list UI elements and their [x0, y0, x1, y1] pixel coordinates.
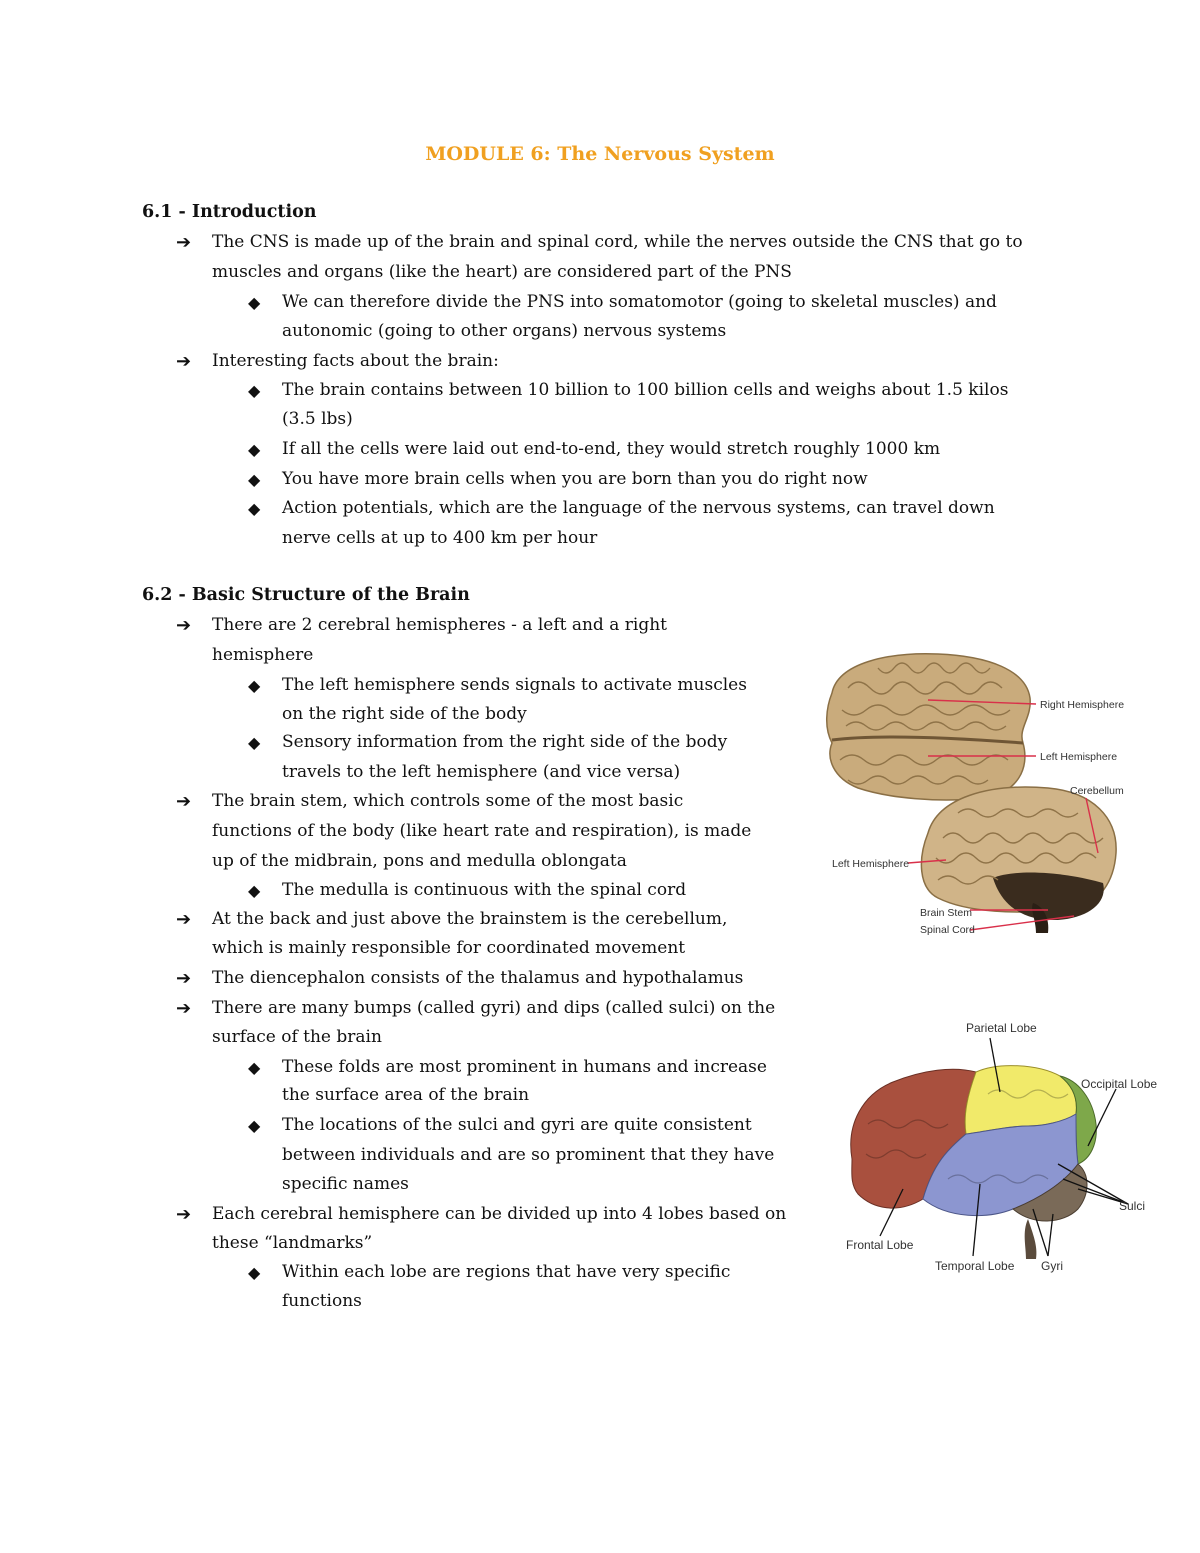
brain-top-illustration: [826, 653, 1031, 801]
sub-bullet-line: ◆Within each lobe are regions that have …: [248, 1258, 730, 1288]
arrow-bullet-icon: ➔: [176, 1204, 192, 1225]
sub-bullet-line: ◆The brain contains between 10 billion t…: [248, 376, 1008, 406]
label-occipital-lobe: Occipital Lobe: [1081, 1077, 1157, 1091]
bullet-line-continued: functions of the body (like heart rate a…: [212, 821, 752, 841]
label-right-hemisphere: Right Hemisphere: [1040, 699, 1124, 711]
bullet-line-continued: which is mainly responsible for coordina…: [212, 938, 686, 958]
bullet-line: ➔Each cerebral hemisphere can be divided…: [176, 1200, 786, 1230]
sub-bullet-line-continued: (3.5 lbs): [282, 409, 353, 429]
sub-bullet-line-continued: travels to the left hemisphere (and vice…: [282, 762, 681, 782]
arrow-bullet-icon: ➔: [176, 791, 192, 812]
label-temporal-lobe: Temporal Lobe: [935, 1259, 1015, 1273]
arrow-bullet-icon: ➔: [176, 232, 192, 253]
label-gyri: Gyri: [1041, 1259, 1063, 1273]
bullet-line-continued: up of the midbrain, pons and medulla obl…: [212, 851, 627, 871]
diamond-bullet-icon: ◆: [248, 499, 261, 518]
arrow-bullet-icon: ➔: [176, 998, 192, 1019]
arrow-bullet-icon: ➔: [176, 909, 192, 930]
bullet-line-continued: hemisphere: [212, 645, 314, 665]
sub-bullet-line: ◆Action potentials, which are the langua…: [248, 494, 995, 524]
bullet-line: ➔The brain stem, which controls some of …: [176, 787, 683, 817]
sub-bullet-line-continued: the surface area of the brain: [282, 1085, 530, 1105]
lobe-callout-lines: [879, 1037, 1129, 1257]
sub-bullet-line-continued: autonomic (going to other organs) nervou…: [282, 321, 727, 341]
bullet-line: ➔There are 2 cerebral hemispheres - a le…: [176, 611, 667, 641]
sub-bullet-line: ◆These folds are most prominent in human…: [248, 1053, 767, 1083]
section-heading-basic-structure: 6.2 - Basic Structure of the Brain: [142, 585, 470, 605]
sub-bullet-line: ◆If all the cells were laid out end-to-e…: [248, 435, 940, 465]
section-heading-introduction: 6.1 - Introduction: [142, 202, 317, 222]
sub-bullet-line: ◆The locations of the sulci and gyri are…: [248, 1111, 752, 1141]
label-sulci: Sulci: [1119, 1199, 1145, 1213]
bullet-line: ➔There are many bumps (called gyri) and …: [176, 994, 775, 1024]
sub-bullet-line: ◆We can therefore divide the PNS into so…: [248, 288, 997, 318]
diamond-bullet-icon: ◆: [248, 1263, 261, 1282]
bullet-line-continued: muscles and organs (like the heart) are …: [212, 262, 792, 282]
sub-bullet-line: ◆Sensory information from the right side…: [248, 728, 727, 758]
sub-bullet-line: ◆You have more brain cells when you are …: [248, 465, 868, 495]
sub-bullet-line-continued: functions: [282, 1291, 362, 1311]
brain-side-illustration: [920, 786, 1117, 933]
label-brain-stem: Brain Stem: [920, 907, 972, 919]
label-frontal-lobe: Frontal Lobe: [846, 1238, 914, 1252]
bullet-line: ➔At the back and just above the brainste…: [176, 905, 727, 935]
sub-bullet-line-continued: on the right side of the body: [282, 704, 527, 724]
bullet-line: ➔Interesting facts about the brain:: [176, 347, 499, 377]
sub-bullet-line-continued: between individuals and are so prominent…: [282, 1145, 775, 1165]
brain-hemispheres-figure: Right Hemisphere Left Hemisphere Cerebel…: [826, 653, 1124, 936]
arrow-bullet-icon: ➔: [176, 615, 192, 636]
bullet-line-continued: these “landmarks”: [212, 1233, 373, 1253]
diamond-bullet-icon: ◆: [248, 881, 261, 900]
cerebellum-region: [1012, 1163, 1088, 1222]
label-left-hemisphere-top: Left Hemisphere: [1040, 751, 1117, 763]
label-spinal-cord: Spinal Cord: [920, 924, 975, 936]
sub-bullet-line-continued: specific names: [282, 1174, 409, 1194]
bullet-line-continued: surface of the brain: [212, 1027, 382, 1047]
label-cerebellum: Cerebellum: [1070, 785, 1124, 797]
label-parietal-lobe: Parietal Lobe: [966, 1021, 1037, 1035]
diamond-bullet-icon: ◆: [248, 733, 261, 752]
sub-bullet-line-continued: nerve cells at up to 400 km per hour: [282, 528, 598, 548]
label-left-hemisphere-bottom: Left Hemisphere: [832, 858, 909, 870]
diamond-bullet-icon: ◆: [248, 470, 261, 489]
sub-bullet-line: ◆The medulla is continuous with the spin…: [248, 876, 686, 906]
diamond-bullet-icon: ◆: [248, 1058, 261, 1077]
bullet-line: ➔The diencephalon consists of the thalam…: [176, 964, 743, 994]
diamond-bullet-icon: ◆: [248, 676, 261, 695]
callout-lines: [907, 699, 1099, 931]
sub-bullet-line: ◆The left hemisphere sends signals to ac…: [248, 671, 747, 701]
page-title: MODULE 6: The Nervous System: [425, 143, 775, 165]
diamond-bullet-icon: ◆: [248, 440, 261, 459]
diamond-bullet-icon: ◆: [248, 1116, 261, 1135]
brain-lobes-figure: Parietal Lobe Occipital Lobe Sulci Front…: [846, 1021, 1157, 1273]
bullet-line: ➔The CNS is made up of the brain and spi…: [176, 228, 1023, 258]
arrow-bullet-icon: ➔: [176, 968, 192, 989]
arrow-bullet-icon: ➔: [176, 351, 192, 372]
diamond-bullet-icon: ◆: [248, 381, 261, 400]
diamond-bullet-icon: ◆: [248, 293, 261, 312]
